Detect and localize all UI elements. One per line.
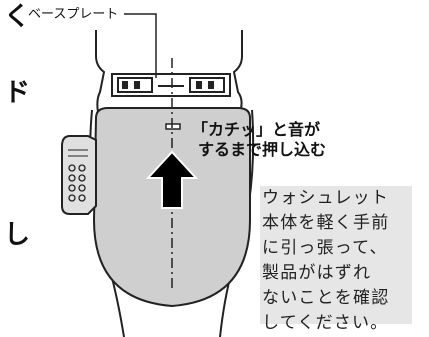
seat-slot: [165, 123, 181, 130]
tank-body: [95, 30, 243, 113]
note-text: ウォシュレット 本体を軽く手前 に引っ張って、 製品がはずれ ないことを確認 し…: [262, 188, 390, 333]
base-plate-leader: [124, 13, 157, 78]
side-glyph: し: [4, 220, 31, 250]
callout-line1: 「カチッ」と音が: [192, 120, 321, 139]
base-plate-label: ベースプレート: [28, 7, 119, 22]
side-glyph: ド: [4, 78, 31, 108]
control-panel-icon: [61, 135, 97, 215]
push-arrow-icon: [145, 150, 199, 209]
base-plate: [111, 73, 231, 97]
side-glyph: く: [4, 2, 31, 32]
callout-line2: するまで押し込む: [198, 140, 327, 159]
note-box: [260, 186, 412, 324]
